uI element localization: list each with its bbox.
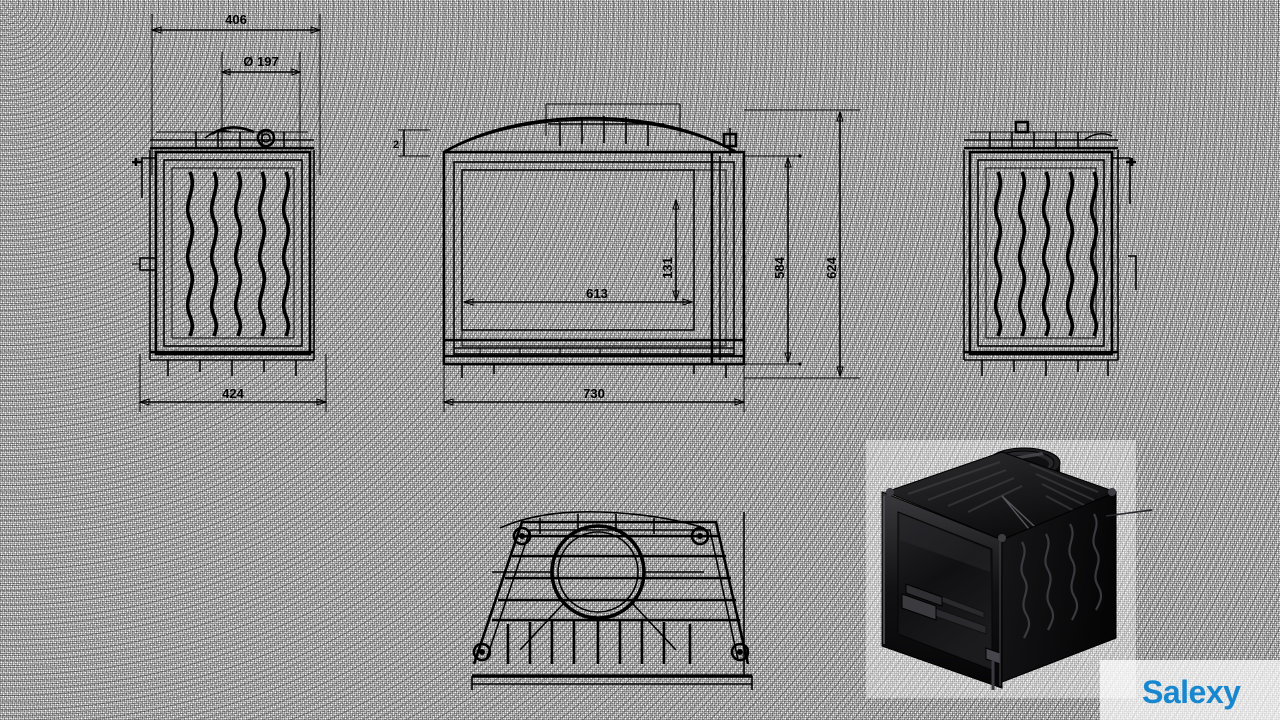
- view-front-elevation: [398, 103, 860, 412]
- dim-front-bottom: 730: [583, 386, 605, 401]
- dim-flue-diameter: Ø 197: [243, 54, 278, 69]
- product-photo-3d: [881, 447, 1153, 690]
- view-top-plan: [471, 511, 753, 690]
- dim-left-bottom: 424: [222, 386, 244, 401]
- dim-front-height-c: 624: [824, 256, 839, 278]
- view-left-side-elevation: [132, 14, 328, 412]
- dim-left-overall-width: 406: [225, 12, 247, 27]
- dim-front-height-b: 584: [772, 256, 787, 278]
- dim-front-inner-width: 613: [586, 286, 608, 301]
- view-right-side-elevation: [963, 120, 1137, 376]
- dim-front-top-tick: 2: [393, 139, 399, 151]
- dim-front-height-a: 131: [660, 257, 675, 279]
- watermark-text: Salexy: [1142, 674, 1241, 710]
- salexy-watermark: Salexy: [1142, 674, 1241, 710]
